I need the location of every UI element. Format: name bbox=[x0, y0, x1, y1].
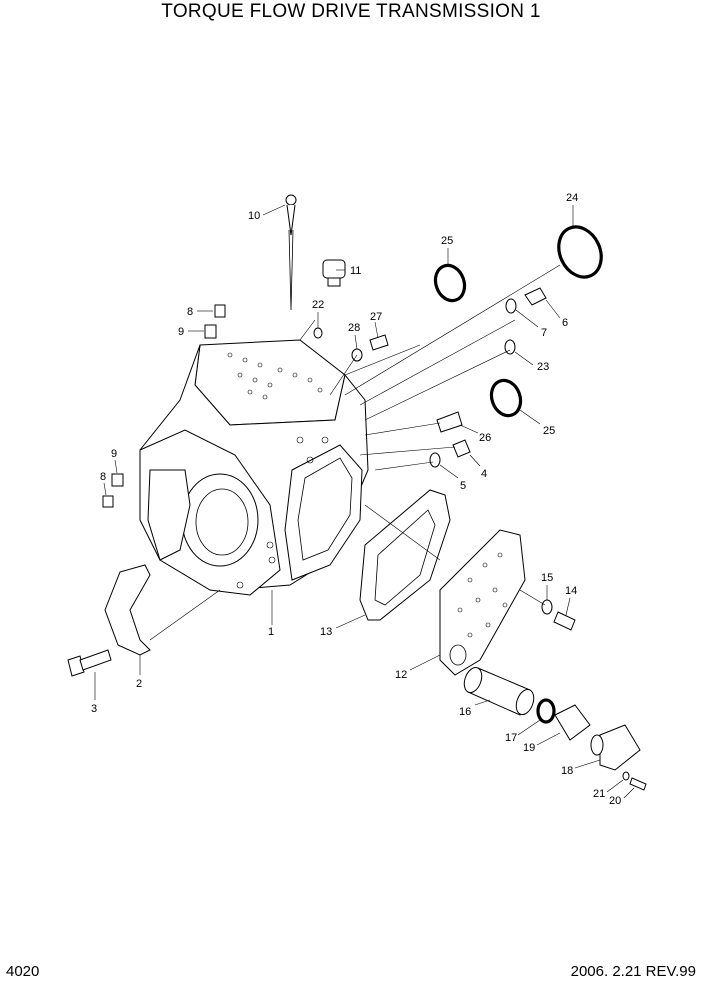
plug-9-left bbox=[111, 473, 124, 487]
o-ring-23 bbox=[504, 339, 516, 355]
callout-17: 17 bbox=[505, 732, 517, 744]
cover-plate-12 bbox=[439, 529, 526, 676]
callout-8-left: 8 bbox=[100, 471, 106, 483]
dipstick bbox=[285, 194, 297, 311]
page-title: TORQUE FLOW DRIVE TRANSMISSION 1 bbox=[161, 1, 541, 22]
callout-19: 19 bbox=[523, 742, 535, 754]
filter-tube-16 bbox=[463, 666, 535, 716]
callout-24: 24 bbox=[566, 192, 578, 204]
o-ring-24 bbox=[557, 225, 603, 279]
callout-25-mid: 25 bbox=[543, 425, 555, 437]
bolt-14 bbox=[553, 611, 576, 631]
callout-20: 20 bbox=[609, 795, 621, 807]
washer-22 bbox=[313, 327, 323, 339]
callout-18: 18 bbox=[561, 765, 573, 777]
callout-13: 13 bbox=[320, 626, 332, 638]
cover-18 bbox=[590, 724, 641, 771]
gasket-13 bbox=[359, 489, 451, 621]
callout-26: 26 bbox=[479, 432, 491, 444]
plug-8-left bbox=[102, 495, 114, 508]
transmission-housing bbox=[139, 339, 369, 596]
callout-4: 4 bbox=[481, 468, 487, 480]
page-number: 4020 bbox=[6, 963, 40, 980]
callout-28: 28 bbox=[348, 322, 360, 334]
callout-15: 15 bbox=[541, 572, 553, 584]
callout-8-top: 8 bbox=[187, 306, 193, 318]
sleeve-26 bbox=[436, 411, 463, 433]
callout-21: 21 bbox=[593, 788, 605, 800]
callout-1: 1 bbox=[268, 626, 274, 638]
callout-10: 10 bbox=[248, 210, 260, 222]
washer-5 bbox=[429, 452, 441, 468]
gasket-19 bbox=[554, 704, 591, 741]
callout-16: 16 bbox=[459, 706, 471, 718]
clamp-bracket bbox=[104, 564, 151, 656]
callout-9-left: 9 bbox=[111, 448, 117, 460]
o-ring-25-top bbox=[433, 263, 467, 303]
bolt-20 bbox=[629, 777, 647, 791]
plug-9-top bbox=[204, 324, 217, 339]
o-ring-25-mid bbox=[489, 378, 523, 418]
washer-21 bbox=[622, 771, 630, 781]
bolt-part-3 bbox=[67, 649, 112, 677]
washer-7 bbox=[505, 298, 517, 314]
callout-6: 6 bbox=[562, 317, 568, 329]
callout-23: 23 bbox=[537, 361, 549, 373]
callout-25-top: 25 bbox=[441, 235, 453, 247]
callout-5: 5 bbox=[460, 480, 466, 492]
washer-15 bbox=[541, 599, 553, 615]
plug-8-top bbox=[214, 304, 226, 318]
callout-22: 22 bbox=[312, 299, 324, 311]
o-ring-17 bbox=[536, 698, 556, 724]
callout-11: 11 bbox=[350, 265, 361, 277]
callout-2: 2 bbox=[136, 678, 142, 690]
callout-12: 12 bbox=[395, 669, 407, 681]
callout-3: 3 bbox=[91, 703, 97, 715]
plug-4 bbox=[452, 439, 471, 458]
plug-6 bbox=[524, 287, 547, 306]
breather-plug bbox=[322, 259, 346, 287]
revision-label: 2006. 2.21 REV.99 bbox=[570, 963, 696, 980]
callout-14: 14 bbox=[565, 585, 577, 597]
callout-7: 7 bbox=[541, 327, 547, 339]
bolt-27 bbox=[369, 334, 389, 351]
explosion-lines bbox=[149, 264, 561, 641]
callout-27: 27 bbox=[370, 311, 382, 323]
callout-9-top: 9 bbox=[178, 326, 184, 338]
callouts: 10 11 22 27 28 8 9 9 8 25 24 6 7 23 25 2… bbox=[91, 192, 635, 807]
